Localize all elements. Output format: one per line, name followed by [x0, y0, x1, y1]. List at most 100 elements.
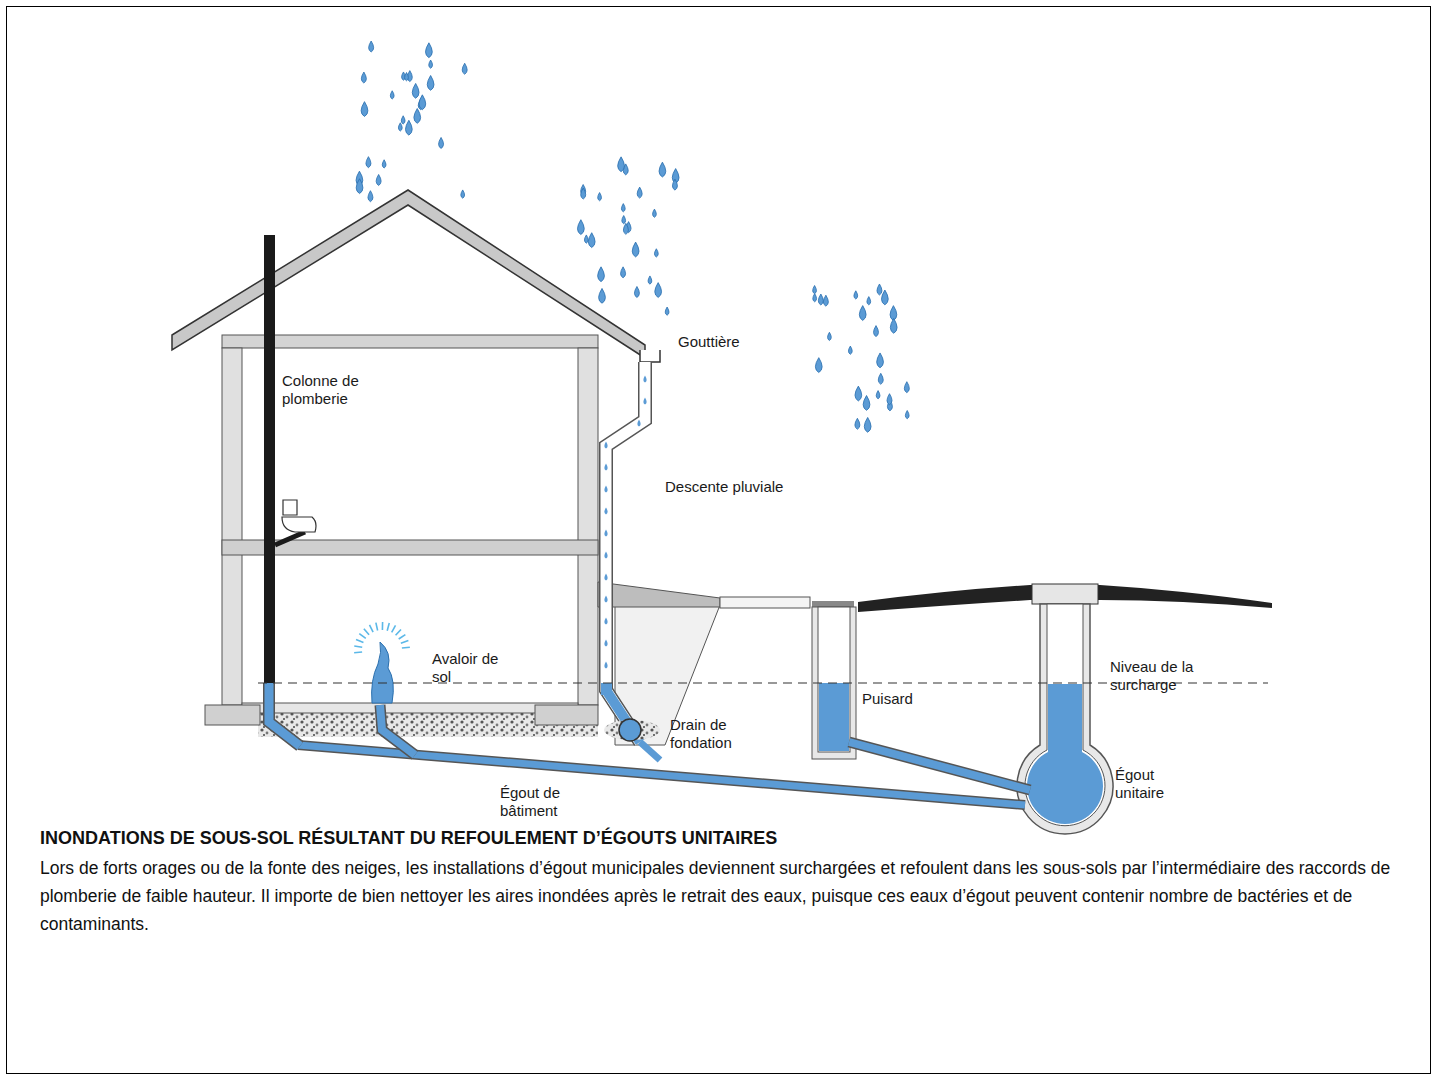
rain-drop — [818, 294, 823, 305]
rain-drop — [887, 394, 892, 405]
rain-drop — [382, 160, 386, 168]
rain-drop — [414, 109, 421, 124]
rain-drop — [412, 83, 419, 98]
spray-stroke — [392, 625, 396, 632]
rain-drop — [659, 162, 666, 177]
spray-stroke — [402, 646, 410, 648]
rain-drop — [598, 193, 602, 201]
part-label: Niveau de la surcharge — [1110, 658, 1220, 694]
rain-drop — [622, 216, 626, 224]
rain-drop — [878, 373, 883, 384]
spray-stroke — [396, 629, 401, 635]
rain-drop — [813, 286, 817, 294]
rain-drop — [604, 639, 607, 646]
part-label: Avaloir de sol — [432, 650, 502, 686]
rain-drop — [461, 190, 465, 198]
rain-drop — [376, 174, 381, 185]
rain-drop — [643, 375, 646, 382]
rain-drop — [653, 209, 657, 217]
rain-drop — [426, 43, 433, 58]
rain-drop — [854, 291, 858, 299]
rain-drop — [618, 157, 625, 172]
rain-drop — [604, 485, 607, 492]
rain-drop — [405, 120, 412, 135]
rain-drop — [648, 276, 652, 284]
rain-drop — [632, 242, 639, 257]
rain-drop — [877, 353, 884, 368]
part-label: Égout de bâtiment — [500, 784, 590, 820]
part-label: Drain de fondation — [670, 716, 760, 752]
rain-drop — [881, 290, 888, 305]
rain-drop — [366, 157, 371, 168]
rain-drop — [665, 307, 669, 315]
rain-drop — [368, 191, 373, 202]
rain-drop — [905, 411, 909, 419]
spray-stroke — [364, 629, 369, 635]
rain-drop — [864, 417, 871, 432]
rain-drop — [863, 396, 870, 411]
rain-drop — [877, 284, 882, 295]
spray-stroke — [354, 651, 362, 653]
rain-drop — [904, 382, 909, 393]
rain-drop — [427, 75, 434, 90]
rain-drop — [855, 418, 860, 429]
rain-drop — [634, 286, 639, 297]
rain-drop — [462, 63, 467, 74]
spray-stroke — [399, 635, 406, 639]
rain-drop — [813, 294, 817, 302]
rain-drop — [361, 102, 368, 117]
spray-stroke — [370, 625, 374, 632]
figure-title: INONDATIONS DE SOUS-SOL RÉSULTANT DU REF… — [40, 826, 1410, 850]
spray-stroke — [359, 634, 365, 639]
rain-drop — [815, 358, 822, 373]
rain-drop — [828, 332, 832, 340]
rain-drop — [637, 187, 642, 198]
rain-drop — [823, 295, 828, 306]
rain-drop — [643, 397, 646, 404]
rain-drop — [621, 267, 626, 278]
rain-drop — [654, 249, 658, 257]
rain-drop — [604, 595, 607, 602]
spray-stroke — [401, 641, 409, 644]
spray-stroke — [354, 646, 362, 647]
rain-drop — [604, 551, 607, 558]
rain-drop — [876, 391, 880, 399]
rain-drop — [588, 233, 595, 248]
rain-drop — [369, 41, 374, 52]
figure-caption: Lors de forts orages ou de la fonte des … — [40, 854, 1410, 938]
rain-drop — [859, 306, 866, 321]
spray-stroke — [356, 640, 363, 643]
part-label: Puisard — [862, 690, 942, 708]
rain-drop — [599, 288, 606, 303]
spray-stroke — [382, 622, 384, 630]
rain-drop — [604, 617, 607, 624]
rain-drop — [672, 179, 677, 190]
rain-drop — [598, 267, 605, 282]
rain-drop — [405, 73, 409, 81]
rain-drop — [604, 573, 607, 580]
rain-drop — [581, 188, 586, 199]
rain-drop — [604, 529, 607, 536]
rain-drop — [890, 318, 897, 333]
rain-drop — [584, 235, 588, 243]
rain-drop — [604, 661, 607, 668]
rain-drop — [356, 179, 363, 194]
rain-drop — [429, 60, 433, 68]
rain-drop — [867, 297, 871, 305]
rain-drop — [848, 346, 852, 354]
rain-drop — [604, 507, 607, 514]
rain-drop — [855, 386, 862, 401]
rain-drop — [361, 72, 366, 83]
rain-drop — [398, 123, 402, 131]
part-label: Égout unitaire — [1115, 766, 1195, 802]
rain-drop — [874, 326, 879, 337]
rain-drop — [577, 220, 584, 235]
rain-drop — [621, 204, 625, 212]
frame — [6, 6, 1431, 1074]
spray-stroke — [376, 623, 378, 631]
rain-drop — [419, 95, 426, 110]
part-label: Descente pluviale — [665, 478, 825, 496]
rain-drop — [390, 91, 394, 99]
spray-stroke — [387, 623, 389, 631]
